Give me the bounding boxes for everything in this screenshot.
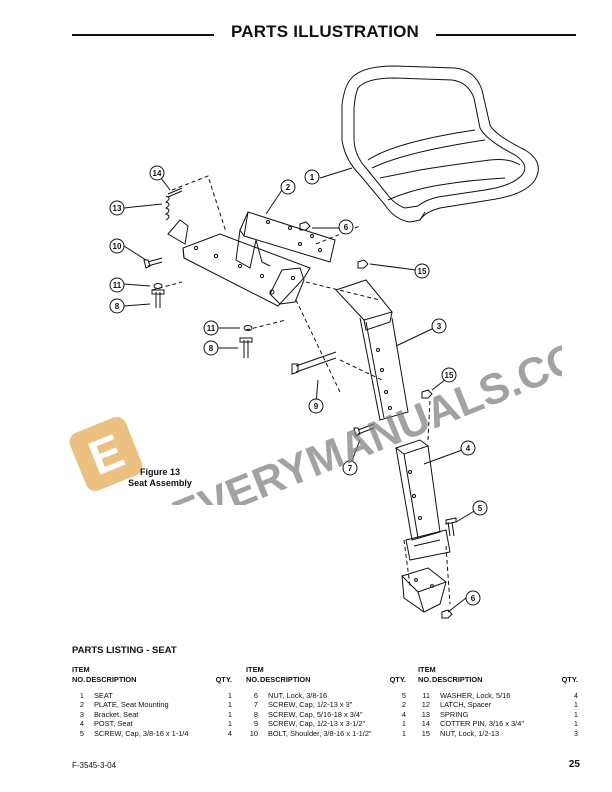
page-header: PARTS ILLUSTRATION [0, 22, 612, 46]
parts-column-header: ITEM NO. DESCRIPTION QTY. [72, 665, 232, 684]
svg-text:7: 7 [348, 464, 353, 473]
alignment-lines [151, 175, 451, 605]
svg-text:6: 6 [344, 223, 349, 232]
callout-4: 4 [460, 440, 476, 456]
callout-15b: 15 [441, 367, 457, 383]
parts-column-header: ITEM NO. DESCRIPTION QTY. [418, 665, 578, 684]
seat-bracket-plate-drawing [167, 219, 311, 307]
seat-bracket-drawing [335, 279, 409, 421]
seat-post-drawing [394, 439, 451, 561]
callout-6b: 6 [465, 590, 481, 606]
callout-10: 10 [109, 238, 125, 254]
figure-name: Seat Assembly [128, 478, 192, 488]
callout-7: 7 [342, 460, 358, 476]
svg-text:14: 14 [153, 169, 162, 178]
lower-bracket-drawing [401, 567, 448, 613]
callout-14: 14 [149, 165, 165, 181]
svg-text:8: 8 [115, 302, 120, 311]
svg-text:4: 4 [466, 444, 471, 453]
callout-3: 3 [431, 318, 447, 334]
seat-assembly-illustration: 1 2 3 4 5 6 6 7 8 8 9 10 11 11 13 14 15 … [109, 65, 539, 619]
svg-text:6: 6 [471, 594, 476, 603]
svg-text:11: 11 [113, 281, 122, 290]
page-title: PARTS ILLUSTRATION [230, 22, 420, 41]
callout-8a: 8 [109, 298, 125, 314]
header-rule-left [72, 34, 214, 36]
svg-text:8: 8 [209, 344, 214, 353]
svg-text:1: 1 [310, 173, 315, 182]
fastener-drawings [143, 187, 457, 619]
callout-5: 5 [472, 500, 488, 516]
figure-label: Figure 13 [139, 467, 180, 477]
svg-text:10: 10 [113, 242, 122, 251]
svg-text:2: 2 [286, 183, 291, 192]
svg-text:9: 9 [314, 402, 319, 411]
seat-drawing [341, 65, 539, 223]
svg-text:15: 15 [418, 267, 427, 276]
callout-11a: 11 [109, 277, 125, 293]
callout-15a: 15 [414, 263, 430, 279]
leader-lines [123, 167, 477, 613]
svg-text:3: 3 [437, 322, 442, 331]
page-number: 25 [568, 759, 580, 770]
parts-column-header: ITEM NO. DESCRIPTION QTY. [246, 665, 406, 684]
document-number: F-3545-3-04 [72, 761, 117, 770]
callout-8b: 8 [203, 340, 219, 356]
callout-2: 2 [280, 179, 296, 195]
svg-text:11: 11 [207, 324, 216, 333]
callout-13: 13 [109, 200, 125, 216]
svg-text:13: 13 [113, 204, 122, 213]
parts-listing-title: PARTS LISTING - SEAT [72, 645, 177, 656]
callout-6a: 6 [338, 219, 354, 235]
header-rule-right [436, 34, 576, 36]
svg-text:15: 15 [445, 371, 454, 380]
callout-1: 1 [304, 169, 320, 185]
callout-9: 9 [308, 398, 324, 414]
svg-text:5: 5 [478, 504, 483, 513]
mounting-plate-drawing [235, 211, 336, 269]
callout-11b: 11 [203, 320, 219, 336]
figure-caption: Figure 13 Seat Assembly [100, 467, 220, 489]
